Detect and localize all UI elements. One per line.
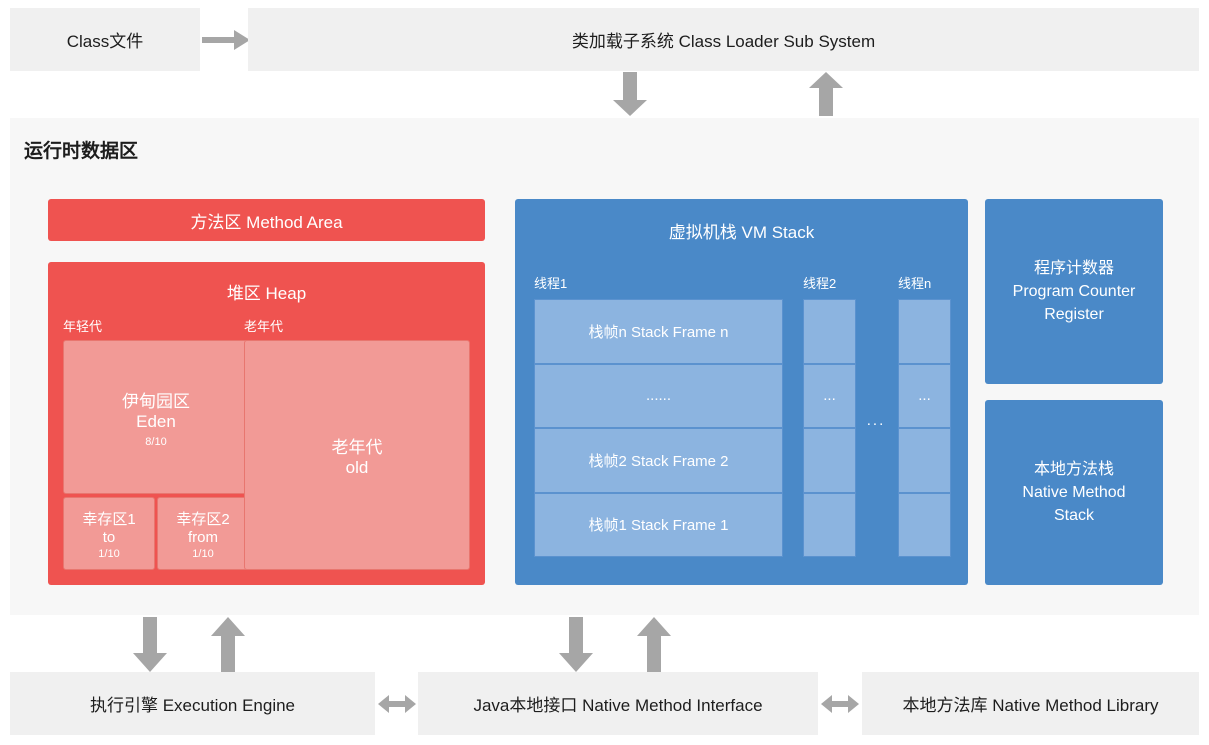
thread1-stack-column: 栈帧n Stack Frame n ...... 栈帧2 Stack Frame… [534, 299, 783, 557]
arrow-up-icon [211, 617, 245, 672]
method-area-box[interactable]: 方法区 Method Area [48, 199, 485, 241]
threadn-stack-column: ... [898, 299, 951, 557]
native-method-stack-label-en2: Stack [1053, 507, 1094, 525]
stack-frame[interactable]: ...... [534, 363, 783, 428]
thread2-stack-column: ... [803, 299, 856, 557]
old-gen-label-cn: 老年代 [331, 437, 383, 457]
arrow-down-icon [133, 617, 167, 672]
stack-frame[interactable] [898, 299, 951, 364]
thread1-label: 线程1 [534, 276, 568, 291]
native-method-library-label: 本地方法库 Native Method Library [902, 696, 1159, 715]
class-loader-label: 类加载子系统 Class Loader Sub System [571, 32, 876, 51]
survivor1-label-en: to [102, 528, 116, 546]
survivor2-box[interactable]: 幸存区2 from 1/10 [157, 497, 249, 570]
method-area-label: 方法区 Method Area [190, 212, 343, 232]
arrow-left-right-icon [378, 695, 416, 713]
stack-frame[interactable]: 栈帧n Stack Frame n [534, 299, 783, 364]
survivor1-box[interactable]: 幸存区1 to 1/10 [63, 497, 155, 570]
stack-frame[interactable]: 栈帧1 Stack Frame 1 [534, 492, 783, 557]
arrow-down-icon [559, 617, 593, 672]
native-method-stack-box[interactable]: 本地方法栈 Native Method Stack [985, 400, 1163, 585]
pc-register-label-en2: Register [1044, 306, 1104, 324]
runtime-data-area-title: 运行时数据区 [24, 141, 139, 162]
stack-frame[interactable]: 栈帧2 Stack Frame 2 [534, 428, 783, 493]
class-file-label: Class文件 [66, 32, 144, 51]
survivor1-label-cn: 幸存区1 [82, 510, 136, 528]
pc-register-label-en1: Program Counter [1012, 282, 1136, 300]
arrow-up-icon [809, 72, 843, 116]
execution-engine-box[interactable]: 执行引擎 Execution Engine [10, 672, 375, 735]
vm-stack-box[interactable]: 虚拟机栈 VM Stack 线程1 线程2 线程n 栈帧n Stack Fram… [515, 199, 968, 585]
eden-label-en: Eden [136, 411, 176, 431]
native-method-stack-label-en1: Native Method [1022, 483, 1126, 501]
stack-frame[interactable] [803, 299, 856, 364]
stack-frame[interactable] [803, 492, 856, 557]
stack-frame[interactable] [898, 492, 951, 557]
native-method-interface-label: Java本地接口 Native Method Interface [473, 696, 763, 715]
stack-frame[interactable]: ... [898, 363, 951, 428]
stack-frame[interactable] [803, 428, 856, 493]
vm-stack-title: 虚拟机栈 VM Stack [668, 222, 815, 242]
execution-engine-label: 执行引擎 Execution Engine [89, 696, 296, 715]
survivor2-label-cn: 幸存区2 [176, 510, 230, 528]
old-gen-label-en: old [345, 457, 369, 477]
arrow-right-icon [202, 30, 250, 50]
arrow-left-right-icon [821, 695, 859, 713]
arrow-up-icon [637, 617, 671, 672]
survivor2-label-en: from [188, 528, 218, 546]
class-file-box[interactable]: Class文件 [10, 8, 200, 71]
native-method-library-box[interactable]: 本地方法库 Native Method Library [862, 672, 1199, 735]
program-counter-register-box[interactable]: 程序计数器 Program Counter Register [985, 199, 1163, 384]
stack-frame[interactable]: ... [803, 363, 856, 428]
old-gen-label: 老年代 [244, 319, 284, 334]
old-gen-box[interactable]: 老年代 old [244, 340, 470, 570]
native-method-interface-box[interactable]: Java本地接口 Native Method Interface [418, 672, 818, 735]
class-loader-box[interactable]: 类加载子系统 Class Loader Sub System [248, 8, 1199, 71]
survivor1-ratio: 1/10 [98, 547, 120, 560]
native-method-stack-label-cn: 本地方法栈 [1033, 460, 1114, 478]
eden-box[interactable]: 伊甸园区 Eden 8/10 [63, 340, 249, 494]
arrow-down-icon [613, 72, 647, 116]
heap-title: 堆区 Heap [226, 283, 307, 303]
threads-ellipsis: ... [866, 411, 886, 429]
stack-frame[interactable] [898, 428, 951, 493]
survivor2-ratio: 1/10 [192, 547, 214, 560]
eden-ratio: 8/10 [145, 435, 167, 448]
pc-register-label-cn: 程序计数器 [1033, 259, 1114, 277]
young-gen-label: 年轻代 [63, 319, 103, 334]
thread2-label: 线程2 [803, 276, 837, 291]
eden-label-cn: 伊甸园区 [122, 391, 190, 411]
threadn-label: 线程n [898, 276, 932, 291]
heap-box[interactable]: 堆区 Heap 年轻代 老年代 伊甸园区 Eden 8/10 幸存区1 to 1… [48, 262, 485, 585]
